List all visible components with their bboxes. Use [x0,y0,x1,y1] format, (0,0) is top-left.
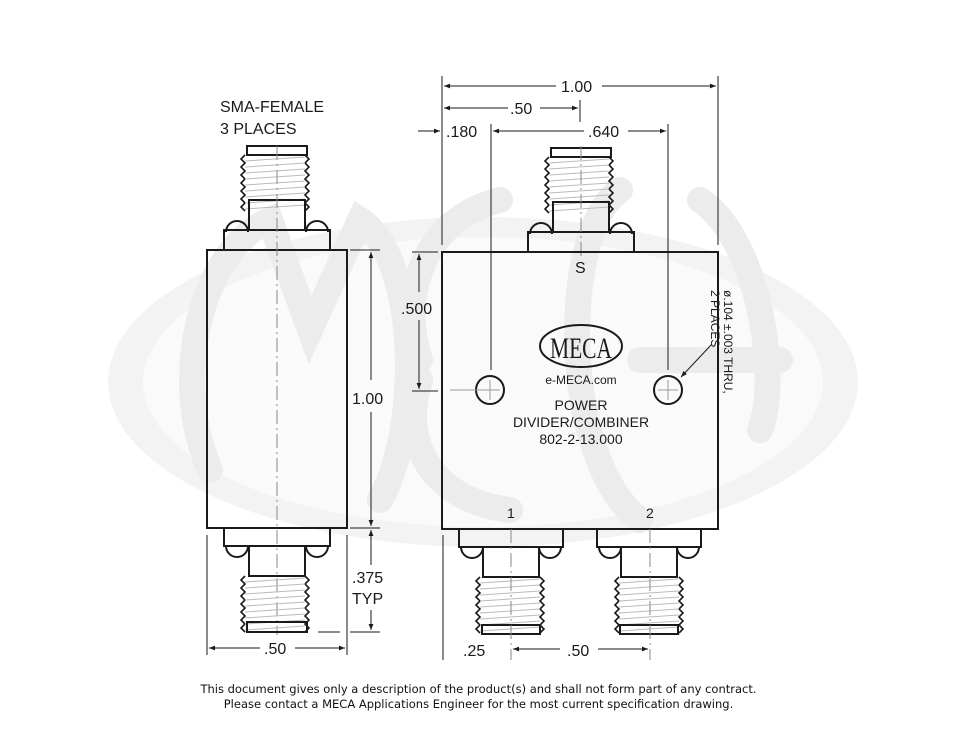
center-offset-dim: .50 [510,101,532,118]
meca-logo: MECA [539,324,623,368]
port1-edge-dim: .25 [463,643,485,660]
overall-width-dim: 1.00 [561,79,592,96]
hole-edge-dim: .180 [446,124,477,141]
product-line1: POWER [555,397,608,413]
port-spacing-dim: .50 [567,643,589,660]
connector-length-typ: TYP [352,591,383,608]
website-label: e-MECA.com [545,373,616,387]
port-2-connector [596,528,702,635]
connector-type-label: SMA-FEMALE [220,99,324,116]
hole-callout: ø.104 ±.003 THRU, 2 PLACES [708,290,735,394]
port-2-label: 2 [646,505,654,521]
side-view: SMA-FEMALE 3 PLACES 1.00 [206,99,383,658]
divider-body [441,251,719,530]
mounting-hole-right [653,375,683,405]
side-width-dim: .50 [264,641,286,658]
hole-callout-line2: 2 PLACES [708,290,722,347]
mounting-hole-left [450,375,505,405]
side-height-dim: 1.00 [352,391,383,408]
part-number: 802-2-13.000 [539,431,623,447]
hole-spacing-dim: .640 [588,124,619,141]
product-line2: DIVIDER/COMBINER [513,414,649,430]
connector-length-dim: .375 [352,570,383,587]
side-bottom-connector [223,527,331,633]
front-view: 1.00 .50 .180 .640 S .500 [401,76,735,660]
hole-height-dim: .500 [401,301,432,318]
port-s-label: S [575,260,586,277]
meca-watermark [108,177,858,547]
disclaimer-line1: This document gives only a description o… [200,682,757,696]
port-1-label: 1 [507,505,515,521]
connector-count-label: 3 PLACES [220,121,296,138]
hole-callout-line1: ø.104 ±.003 THRU, [721,290,735,394]
logo-text: MECA [550,332,612,365]
disclaimer-line2: Please contact a MECA Applications Engin… [223,697,734,711]
